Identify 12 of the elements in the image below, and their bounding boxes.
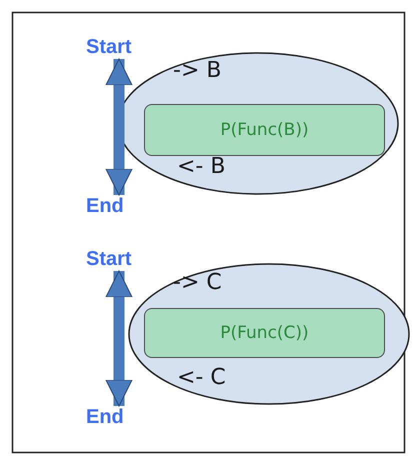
- direction-label: <- B: [177, 156, 226, 178]
- direction-label: -> B: [173, 60, 222, 82]
- endpoint-label: Start: [86, 249, 164, 270]
- process-box: P(Func(B)): [144, 104, 385, 156]
- double-arrow: [106, 58, 132, 196]
- process-box: P(Func(C)): [144, 308, 385, 358]
- endpoint-label: Start: [86, 37, 164, 58]
- endpoint-label: End: [86, 407, 152, 428]
- endpoint-label: End: [86, 196, 152, 217]
- direction-label: <- C: [177, 367, 226, 389]
- double-arrow: [106, 270, 132, 406]
- direction-label: -> C: [173, 272, 222, 294]
